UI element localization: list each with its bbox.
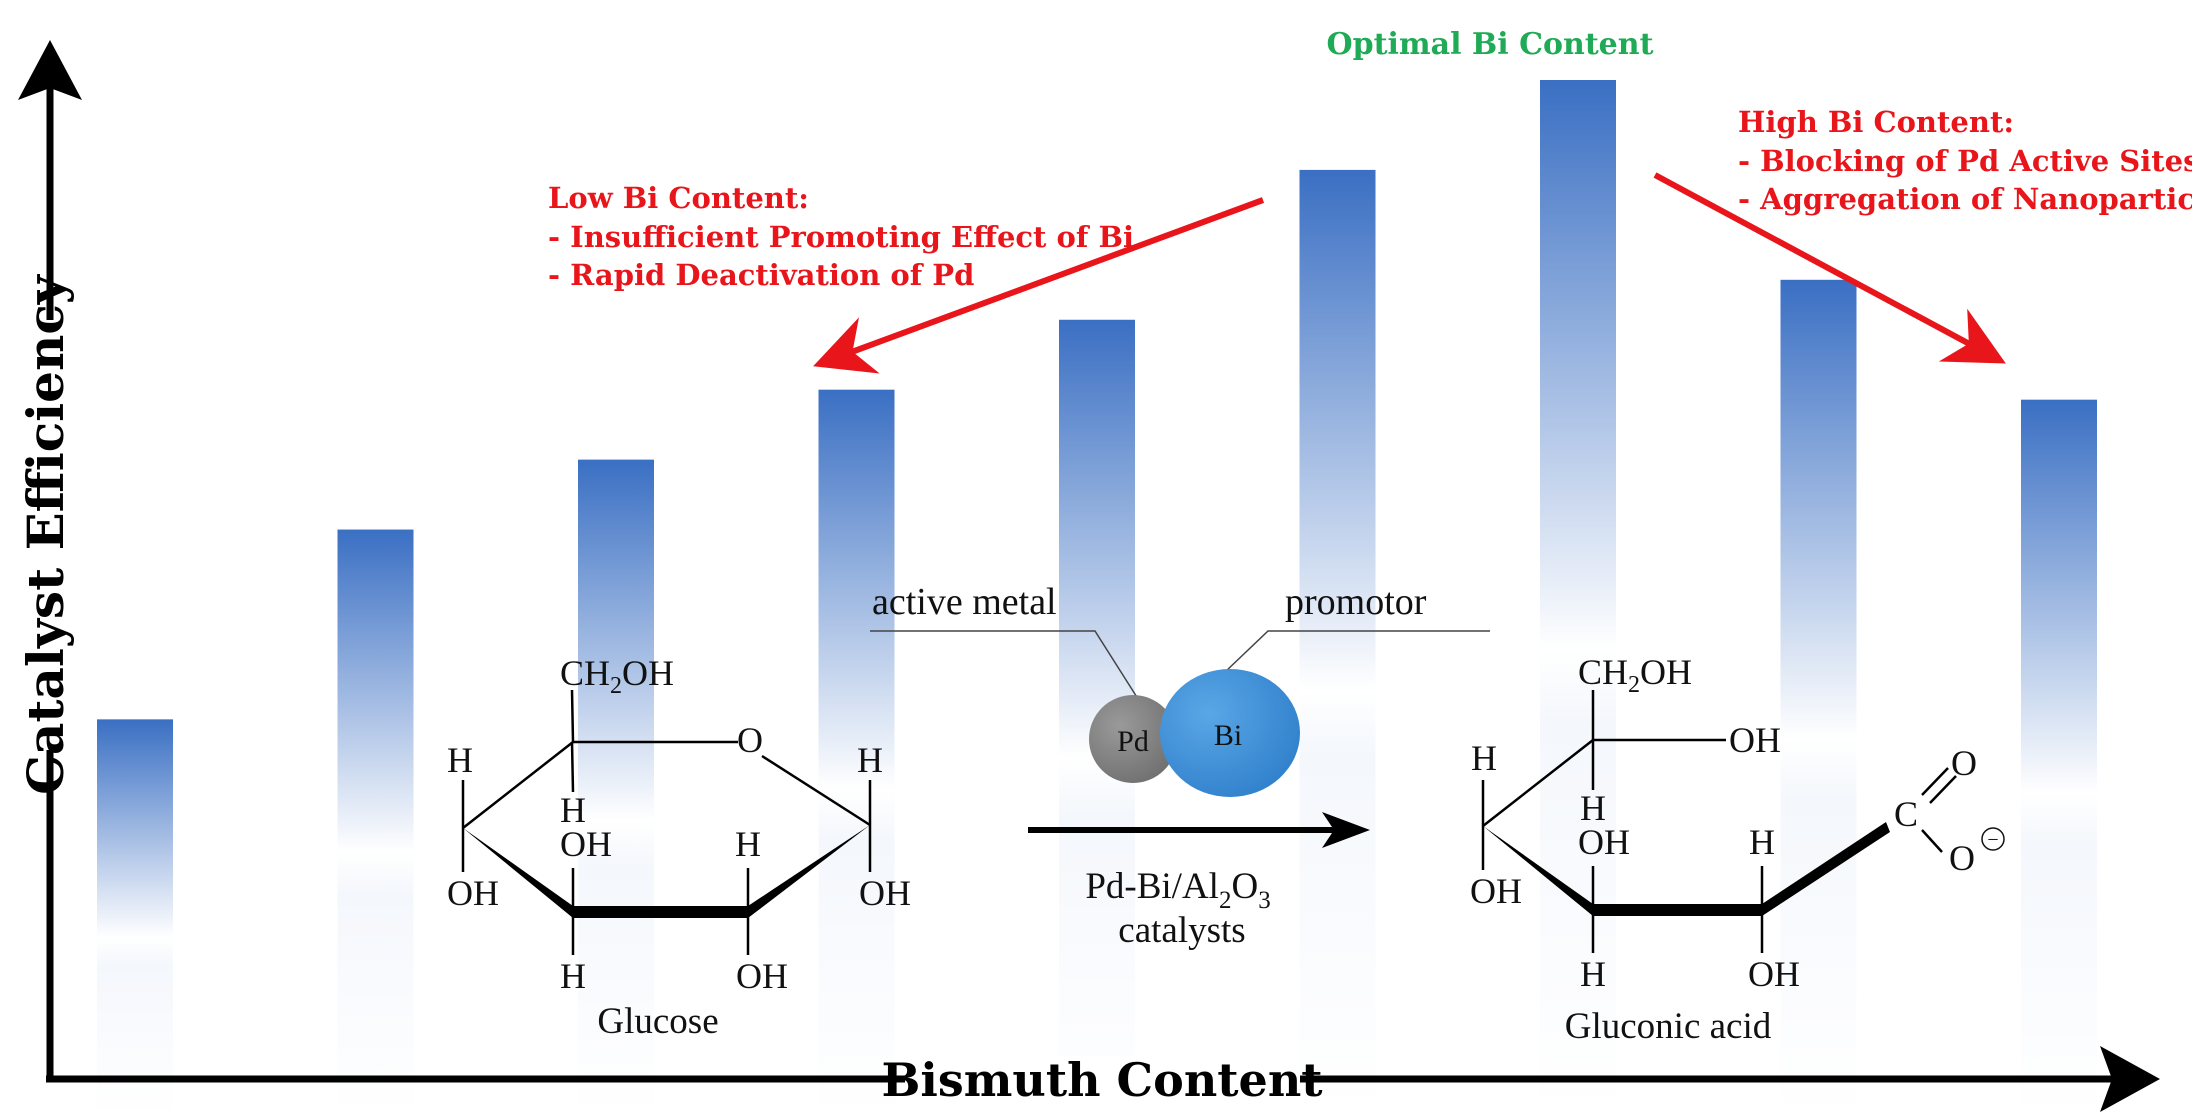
efficiency-bar <box>1540 80 1616 1116</box>
glucose-ch2oh: CH2OH <box>560 653 674 699</box>
glucose-h-c2: H <box>735 824 761 864</box>
efficiency-bar <box>97 719 173 1116</box>
gluconic-h-left: H <box>1471 738 1497 778</box>
bi-sphere <box>1160 669 1300 797</box>
gluconic-oh-left: OH <box>1470 871 1522 911</box>
efficiency-bar <box>2021 399 2097 1116</box>
catalyst-particle: active metal promotor Pd Bi <box>870 581 1490 797</box>
catalyst-formula-line-2: catalysts <box>1118 910 1245 951</box>
y-axis-arrowhead <box>18 40 82 100</box>
glucose-oh-c3: OH <box>560 824 612 864</box>
low-bi-line-2: - Rapid Deactivation of Pd <box>548 258 974 292</box>
low-bi-arrow <box>813 197 1265 374</box>
gluconic-h-c5: H <box>1580 788 1606 828</box>
pd-label: Pd <box>1117 725 1149 758</box>
x-axis-arrowhead <box>2100 1046 2160 1112</box>
glucose-oh-c4: OH <box>447 873 499 913</box>
glucose-oh-c1: OH <box>859 873 911 913</box>
negative-charge-icon <box>1981 827 2005 851</box>
gluconic-carbonyl-c: C <box>1894 794 1918 834</box>
pd-sphere <box>1089 695 1177 783</box>
promotor-leader-line <box>1224 630 1490 673</box>
negative-charge-sign: − <box>1987 829 1998 851</box>
efficiency-bar <box>1299 169 1376 1116</box>
reaction-arrow <box>1028 812 1370 848</box>
efficiency-bar <box>818 389 895 1116</box>
gluconic-oh-c2: OH <box>1748 954 1800 994</box>
glucose-ring-o: O <box>737 720 763 760</box>
glucose-h-c3: H <box>560 956 586 996</box>
gluconic-ch2oh: CH2OH <box>1578 652 1692 698</box>
catalyst-formula: Pd-Bi/Al2O3 <box>1085 866 1270 914</box>
glucose-structure: CH2OH O H OH H OH H OH H H OH Glucose <box>447 653 911 1042</box>
promotor-label: promotor <box>1285 581 1427 623</box>
x-axis-title: Bismuth Content <box>881 1053 1323 1107</box>
active-metal-label: active metal <box>872 581 1057 623</box>
glucose-name: Glucose <box>597 1001 718 1042</box>
active-metal-leader-line <box>870 630 1141 703</box>
low-bi-line-1: - Insufficient Promoting Effect of Bi <box>548 220 1134 254</box>
gluconic-h-c2: H <box>1749 822 1775 862</box>
high-bi-line-2: - Aggregation of Nanoparticles <box>1738 182 2192 216</box>
bi-label: Bi <box>1214 719 1242 752</box>
high-bi-annotation: High Bi Content: - Blocking of Pd Active… <box>1738 105 2192 216</box>
gluconic-carboxylate-o: O <box>1949 838 1975 878</box>
glucose-h-c4: H <box>447 740 473 780</box>
gluconic-h-c3: H <box>1580 954 1606 994</box>
low-bi-annotation: Low Bi Content: - Insufficient Promoting… <box>548 181 1134 292</box>
gluconic-carbonyl-o: O <box>1951 743 1977 783</box>
y-axis-title: Catalyst Efficiency <box>16 273 75 795</box>
optimal-bi-label: Optimal Bi Content <box>1327 27 1654 62</box>
gluconic-oh-top: OH <box>1729 720 1781 760</box>
high-bi-line-1: - Blocking of Pd Active Sites <box>1738 144 2192 178</box>
efficiency-bar <box>337 529 414 1116</box>
high-bi-heading: High Bi Content: <box>1738 105 2014 139</box>
glucose-oh-c2: OH <box>736 956 788 996</box>
efficiency-bar <box>578 459 654 1116</box>
high-bi-arrow <box>1653 172 2006 364</box>
efficiency-bar <box>1780 279 1857 1116</box>
glucose-h-c1: H <box>857 740 883 780</box>
gluconic-acid-structure: CH2OH OH H OH H OH H H OH C O O − Glucon… <box>1470 652 2005 1047</box>
gluconic-acid-name: Gluconic acid <box>1565 1006 1772 1047</box>
glucose-h-c5: H <box>560 790 586 830</box>
low-bi-heading: Low Bi Content: <box>548 181 809 215</box>
gluconic-oh-c3: OH <box>1578 822 1630 862</box>
